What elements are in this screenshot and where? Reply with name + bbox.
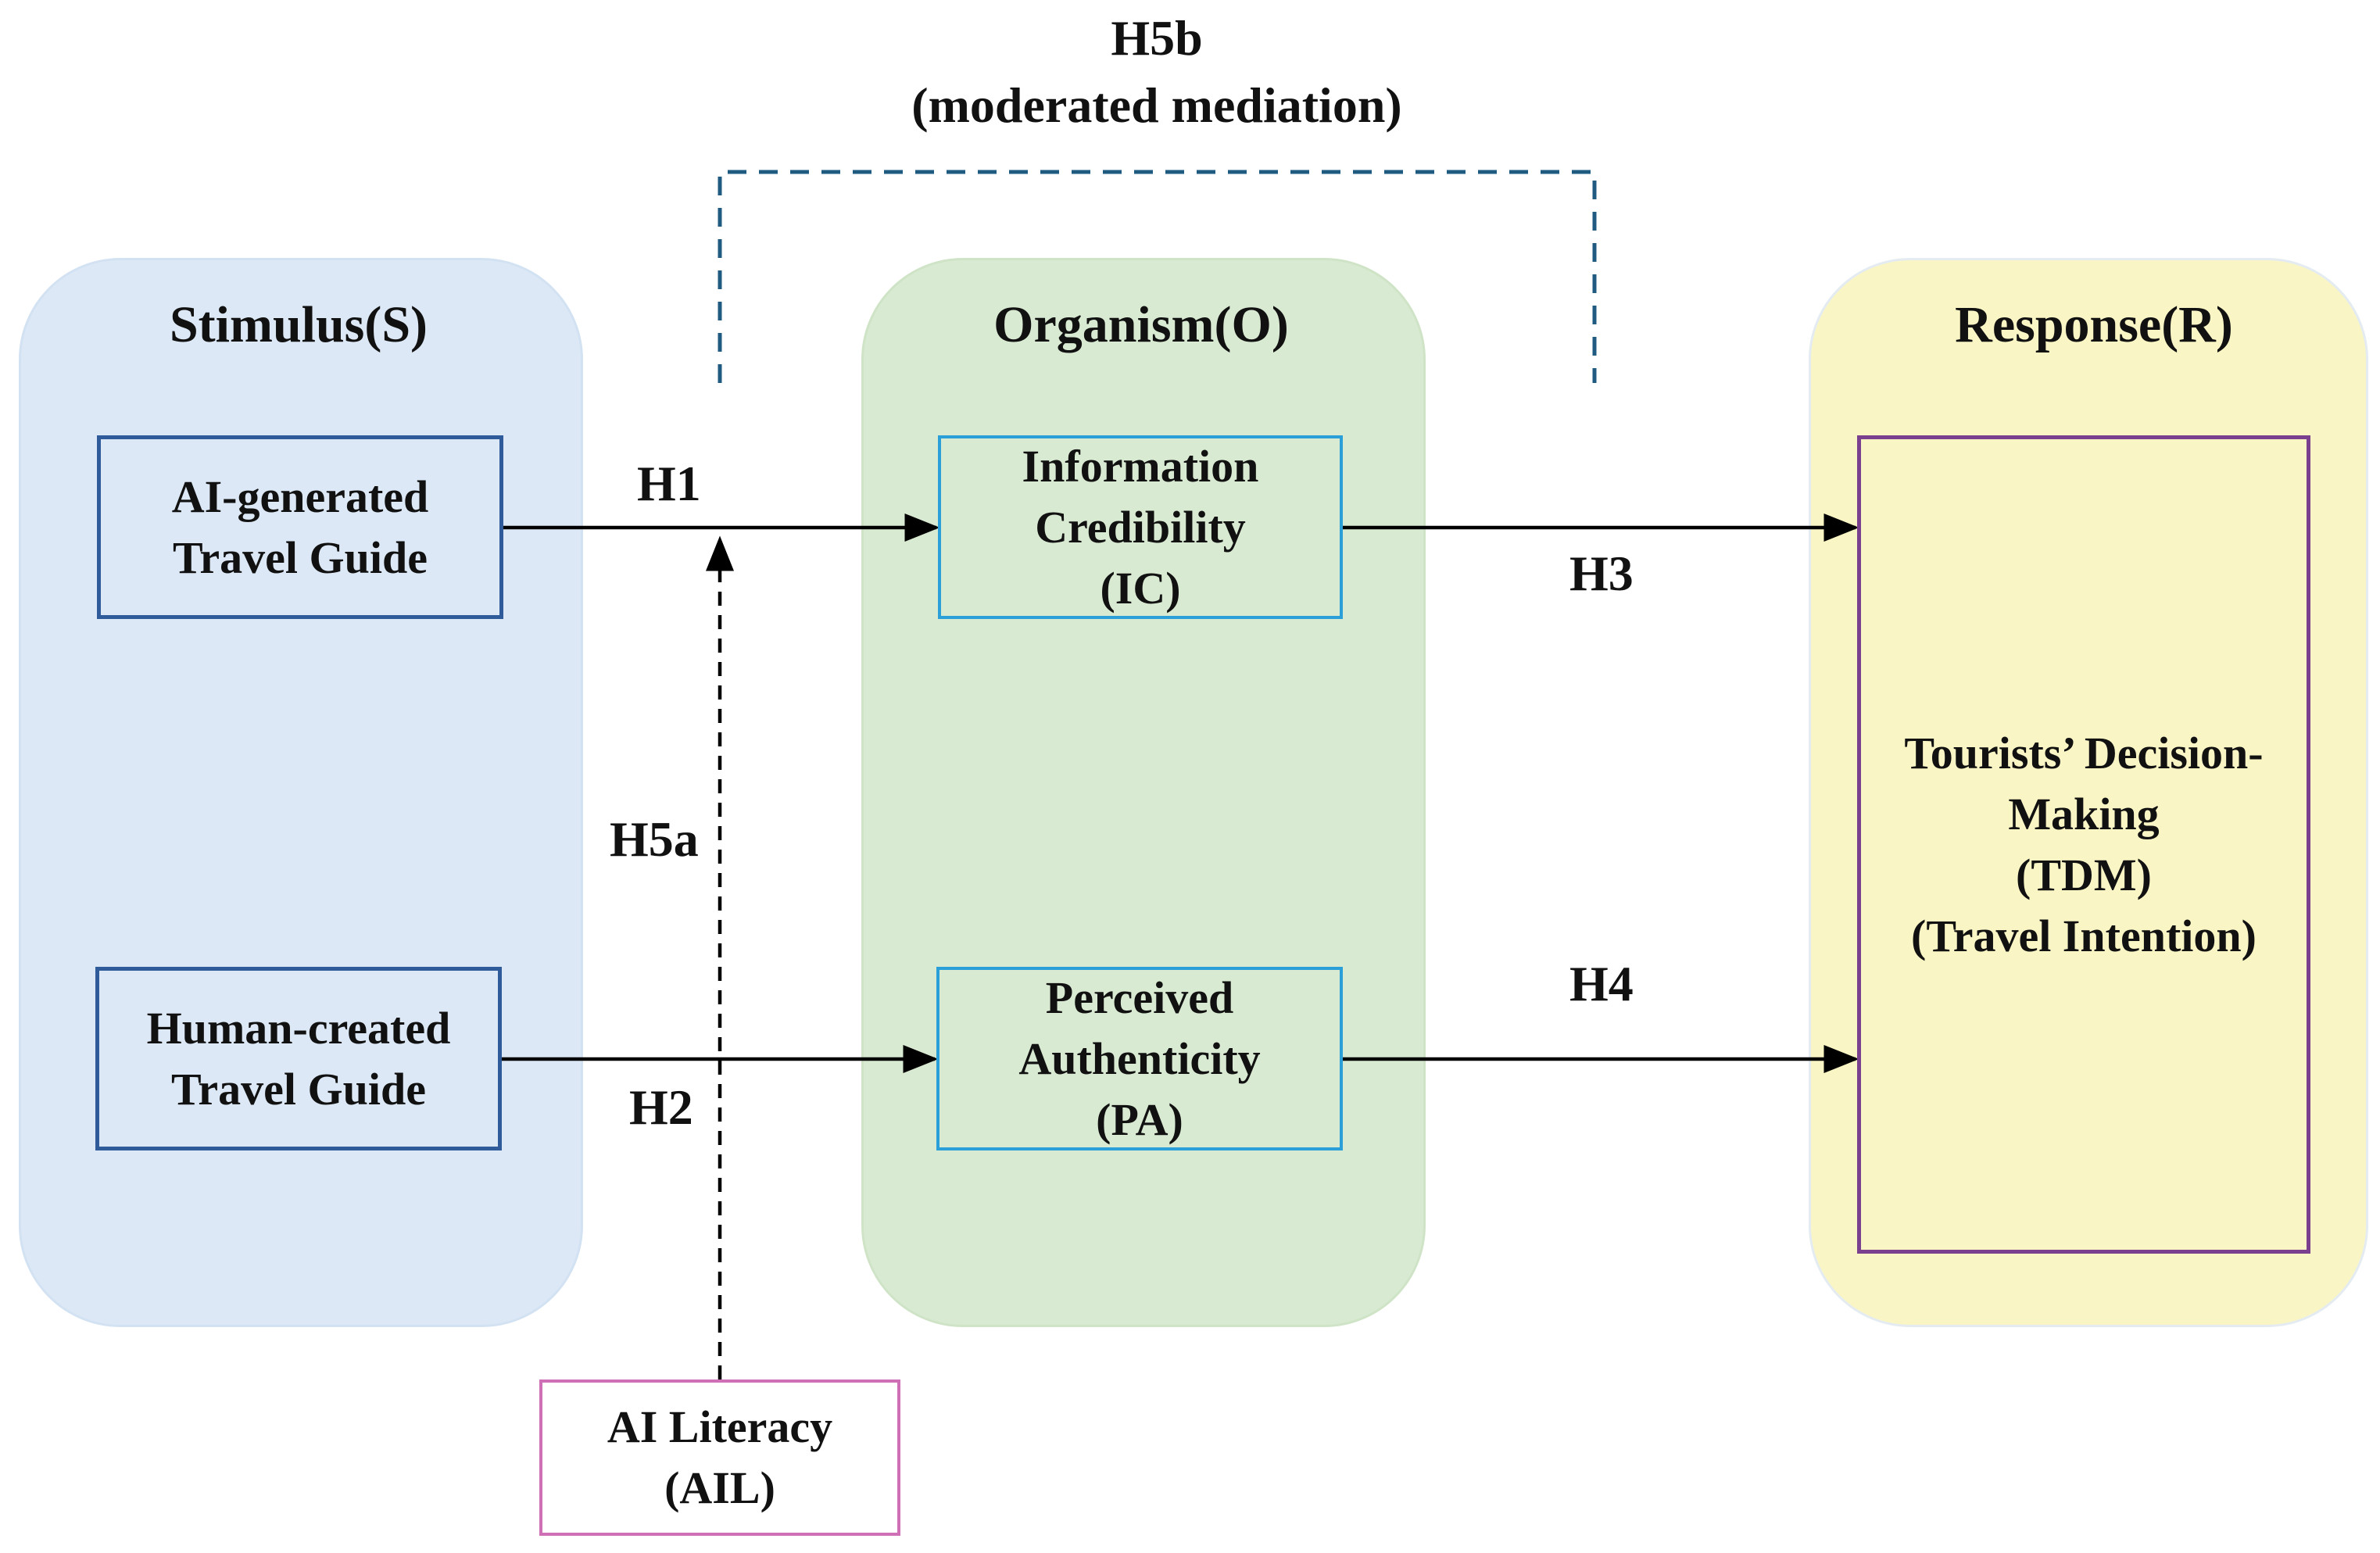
- perceived-authenticity-node: Perceived Authenticity (PA): [936, 967, 1343, 1150]
- organism-title: Organism(O): [993, 296, 1289, 353]
- ic-line-2: Credibility: [1035, 501, 1246, 553]
- human-guide-line-1: Human-created: [146, 1002, 451, 1054]
- ail-line-2: (AIL): [664, 1462, 775, 1513]
- pa-line-2: Authenticity: [1018, 1032, 1261, 1084]
- ail-line-1: AI Literacy: [607, 1401, 833, 1452]
- ai-guide-line-1: AI-generated: [171, 471, 429, 522]
- h5b-label: H5b: [1111, 10, 1203, 66]
- tdm-line-1: Tourists’ Decision-: [1904, 727, 2264, 778]
- ai-literacy-node: AI Literacy (AIL): [539, 1379, 900, 1536]
- information-credibility-node: Information Credibility (IC): [938, 435, 1343, 619]
- pa-line-3: (PA): [1096, 1093, 1183, 1145]
- h4-label: H4: [1569, 956, 1634, 1011]
- ai-guide-line-2: Travel Guide: [173, 531, 428, 583]
- tdm-line-2: Making: [2008, 788, 2160, 839]
- h5a-label: H5a: [610, 811, 699, 867]
- stimulus-title: Stimulus(S): [169, 296, 428, 353]
- human-guide-line-2: Travel Guide: [171, 1063, 426, 1115]
- pa-line-1: Perceived: [1045, 972, 1234, 1023]
- tourists-decision-making-node: Tourists’ Decision- Making (TDM) (Travel…: [1857, 435, 2310, 1254]
- ic-line-3: (IC): [1100, 562, 1181, 614]
- tdm-line-3: (TDM): [2016, 849, 2152, 900]
- h3-label: H3: [1569, 546, 1634, 601]
- h1-label: H1: [637, 456, 701, 511]
- tdm-line-4: (Travel Intention): [1911, 910, 2257, 961]
- h2-label: H2: [629, 1079, 693, 1135]
- response-title: Response(R): [1955, 296, 2233, 353]
- h5b-note-label: (moderated mediation): [911, 77, 1402, 133]
- human-created-guide-node: Human-created Travel Guide: [95, 967, 502, 1150]
- ai-generated-guide-node: AI-generated Travel Guide: [97, 435, 503, 619]
- ic-line-1: Information: [1022, 440, 1259, 492]
- h5b-bracket: [718, 170, 1597, 383]
